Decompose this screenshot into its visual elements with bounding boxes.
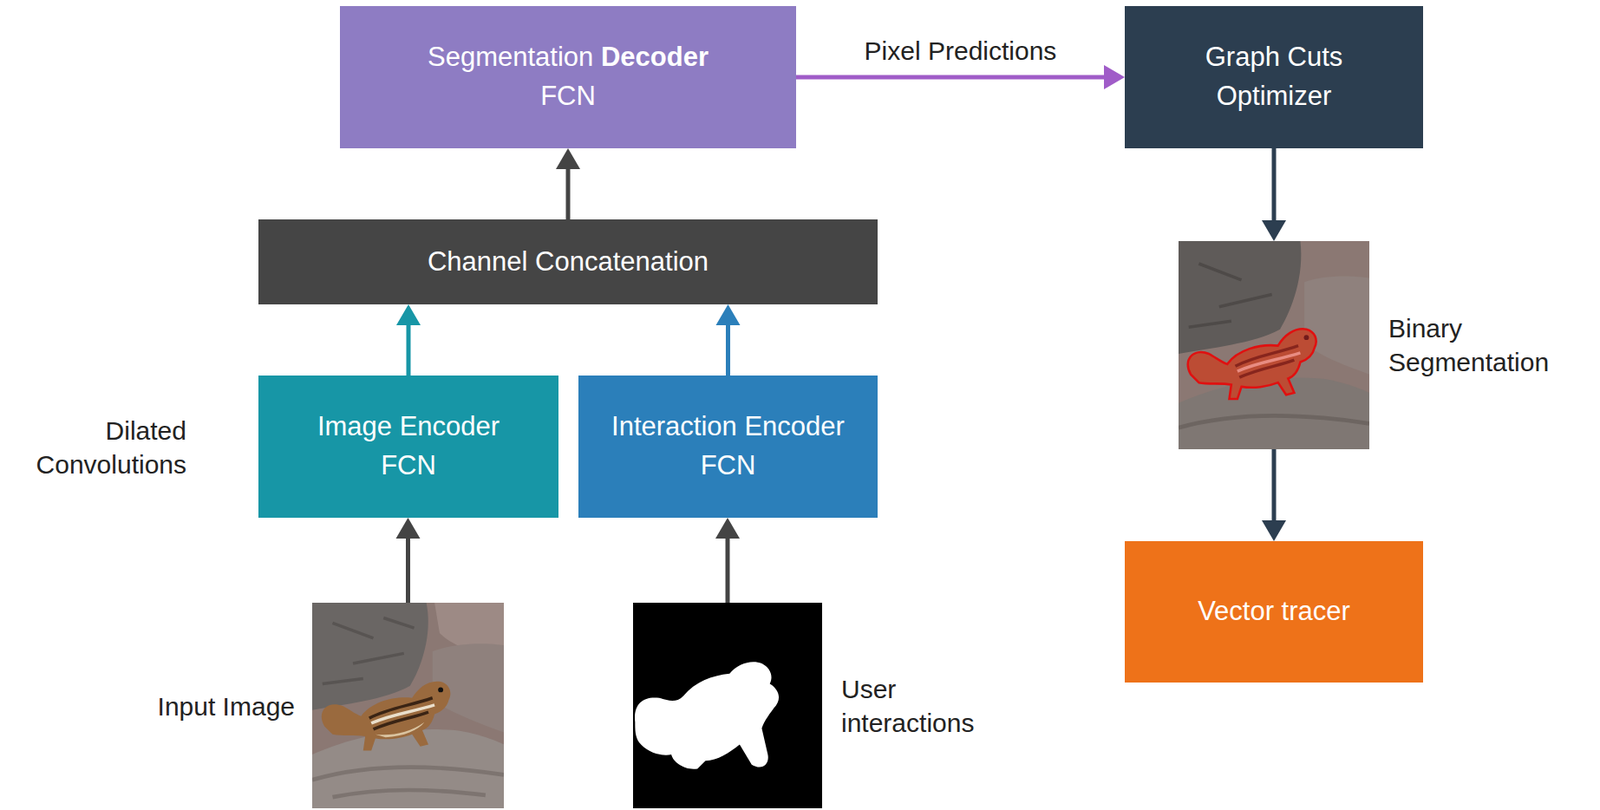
chipmunk-eye — [437, 686, 444, 693]
title-word: Segmentation — [427, 41, 601, 72]
box-subtitle: FCN — [540, 77, 596, 117]
photo-ground — [312, 602, 504, 809]
chipmunk-stripe — [373, 711, 429, 730]
rock — [1178, 377, 1370, 450]
tracer-box: Vector tracer — [1124, 541, 1424, 683]
arrow-head — [396, 517, 421, 539]
flow-arrow — [716, 304, 741, 376]
photo-ground — [1178, 241, 1370, 450]
rock-texture — [1178, 415, 1370, 428]
rock — [1304, 275, 1370, 374]
rock — [312, 602, 429, 711]
box-title: Interaction Encoder — [611, 407, 845, 447]
box-title: Vector tracer — [1197, 592, 1351, 632]
arrow-line — [796, 75, 1104, 80]
chipmunk — [321, 681, 451, 752]
box-subtitle: FCN — [700, 446, 757, 486]
input-image: Input Image — [312, 602, 504, 809]
arrow-line — [1272, 449, 1277, 521]
title-word: Decoder — [600, 41, 709, 72]
rock-texture — [322, 618, 415, 685]
arrow-line — [566, 169, 571, 220]
flow-arrow — [555, 148, 581, 220]
flow-arrow — [1261, 449, 1287, 542]
optimizer-box: Graph Cuts Optimizer — [1124, 6, 1424, 149]
image-caption: Input Image — [157, 688, 295, 723]
mask-blob — [634, 661, 779, 770]
box-title: Channel Concatenation — [427, 242, 709, 282]
image-caption: Binary Segmentation — [1388, 311, 1571, 379]
rock — [1178, 241, 1301, 354]
box-title: Image Encoder — [317, 407, 500, 447]
box-title: Segmentation Decoder — [427, 38, 709, 78]
flow-arrow — [796, 65, 1125, 90]
arrow-line — [405, 538, 411, 603]
flow-arrow — [396, 304, 421, 376]
arrow-head — [715, 517, 740, 539]
arrow-line — [725, 325, 731, 376]
chipmunk-body — [321, 681, 451, 752]
arrow-line — [725, 538, 731, 603]
interaction-mask: User interactions — [633, 602, 823, 809]
chipmunk-body — [1188, 328, 1317, 399]
arrow-head — [716, 304, 741, 326]
edge-label: Pixel Predictions — [861, 35, 1061, 67]
mask-ground — [633, 602, 823, 809]
rock — [312, 729, 504, 809]
chipmunk — [1188, 328, 1317, 399]
arrow-head — [396, 304, 421, 326]
input-photo — [312, 602, 504, 809]
encoder-box: Interaction EncoderFCN — [578, 375, 878, 518]
arrow-head — [1261, 520, 1287, 542]
image-caption: User interactions — [841, 672, 998, 740]
segmentation-photo — [1178, 241, 1370, 450]
encoder-box: Image EncoderFCN — [258, 375, 559, 518]
box-subtitle: FCN — [380, 446, 437, 486]
flow-arrow — [396, 517, 421, 603]
flow-arrow — [715, 517, 740, 603]
decoder-box: Segmentation DecoderFCN — [339, 6, 797, 149]
arrow-head — [1261, 220, 1287, 242]
rock-texture — [1188, 263, 1273, 327]
result-image: Binary Segmentation — [1178, 241, 1370, 450]
segmentation-overlay — [1188, 328, 1317, 399]
arrow-head — [555, 148, 581, 170]
annotation-label: Dilated Convolutions — [8, 413, 187, 482]
concat-bar: Channel Concatenation — [258, 219, 878, 305]
arrow-line — [1272, 148, 1277, 221]
arrow-head — [1103, 65, 1125, 90]
interaction-mask — [633, 602, 823, 809]
flow-arrow — [1261, 148, 1287, 242]
box-title: Graph Cuts Optimizer — [1169, 38, 1378, 117]
arrow-line — [406, 325, 412, 376]
rock-texture — [312, 766, 504, 797]
